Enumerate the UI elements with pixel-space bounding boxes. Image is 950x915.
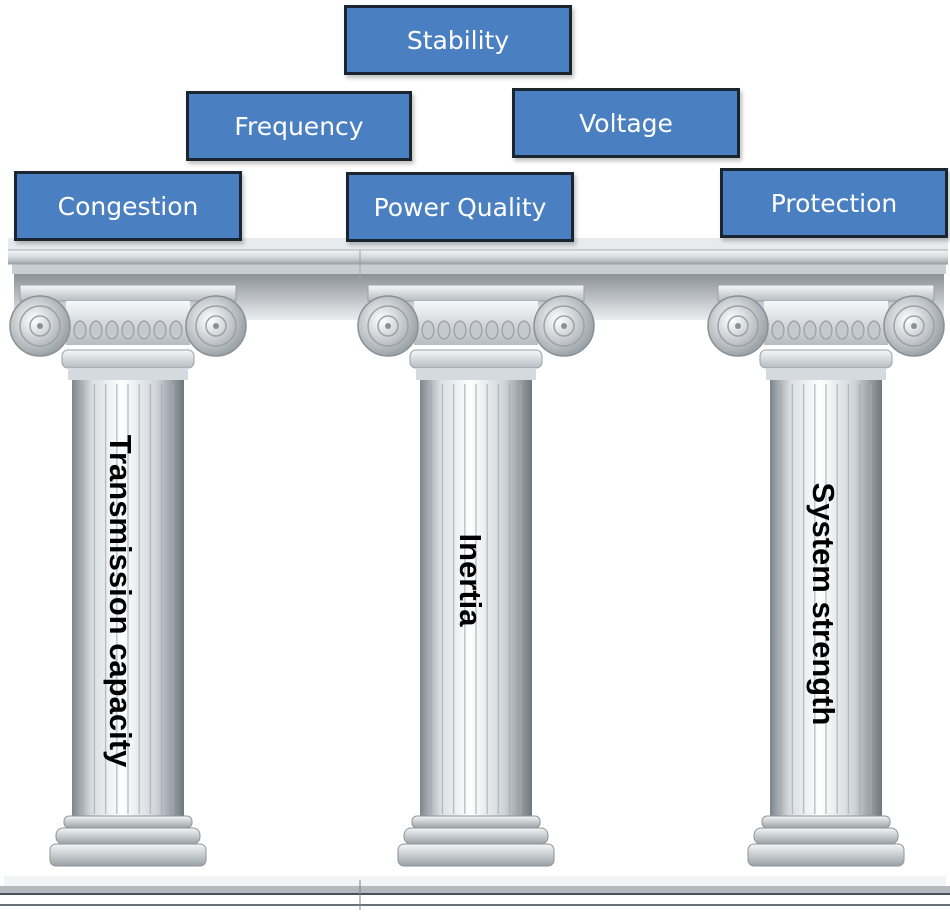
pillar-label-transmission-capacity: Transmission capacity (103, 434, 138, 768)
pillar-label-system-strength: System strength (806, 482, 841, 726)
voltage-box: Voltage (512, 88, 740, 158)
floor-base (0, 876, 950, 910)
protection-box: Protection (720, 168, 948, 238)
pillar-label-inertia: Inertia (453, 533, 488, 627)
power-quality-box: Power Quality (346, 172, 574, 242)
frequency-box: Frequency (186, 91, 412, 161)
congestion-box: Congestion (14, 171, 242, 241)
stability-box: Stability (344, 5, 572, 75)
pillar-center (357, 284, 595, 867)
pillar-right (707, 284, 945, 867)
pillar-left (9, 284, 247, 867)
